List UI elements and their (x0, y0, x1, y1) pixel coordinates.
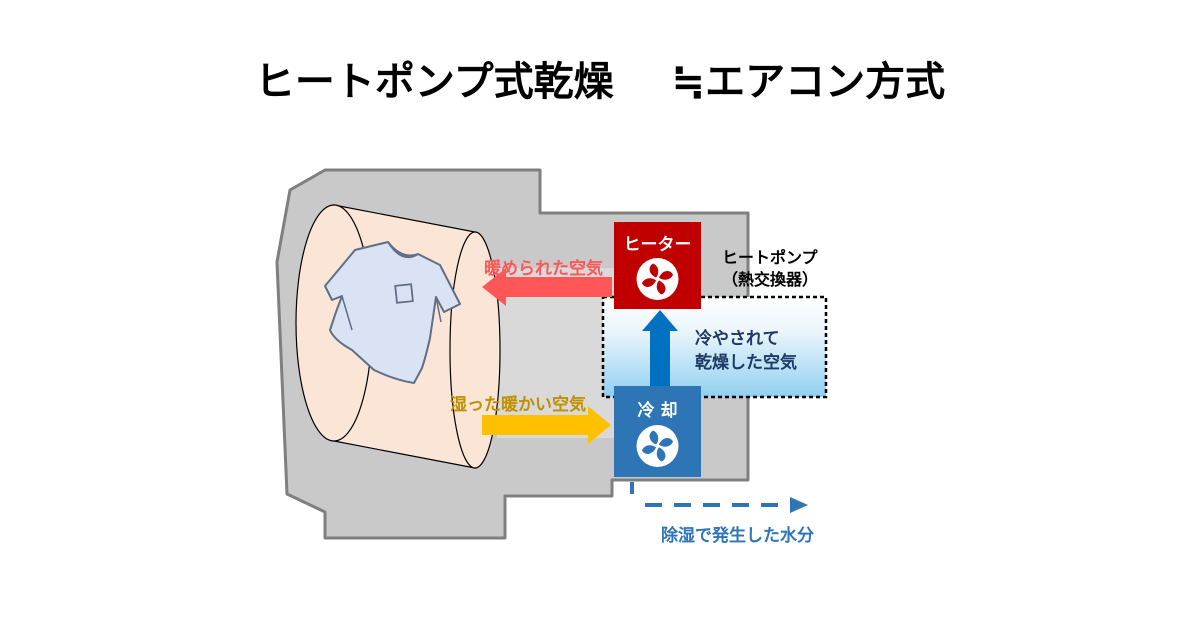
cooled-dry-air-line1: 冷やされて (695, 329, 780, 349)
drained-water-label: 除湿で発生した水分 (661, 526, 814, 546)
humid-air-arrow (482, 406, 611, 444)
fan-icon (636, 425, 679, 467)
page-title: ヒートポンプ式乾燥 ≒エアコン方式 (0, 48, 1200, 108)
cooler-label: 冷 却 (637, 401, 678, 421)
heat-pump-label-line1: ヒートポンプ (722, 248, 818, 267)
heater-fan-blades (641, 263, 674, 295)
heat-pump-label-line2: （熱交換器） (722, 270, 819, 289)
heater-label: ヒーター (623, 235, 692, 255)
heat-pump-label: ヒートポンプ （熱交換器） (722, 247, 818, 291)
cooled-dry-air-label: 冷やされて 乾燥した空気 (695, 327, 797, 375)
shirt-icon (324, 241, 461, 384)
humid-air-label: 湿った暖かい空気 (450, 395, 586, 415)
cooled-dry-air-line2: 乾燥した空気 (695, 353, 797, 373)
warmed-air-label: 暖められた空気 (484, 259, 603, 279)
cooled-air-arrow (642, 310, 678, 386)
title-main: ヒートポンプ式乾燥 (254, 59, 614, 105)
warmed-air-arrow (482, 268, 612, 306)
heat-exchanger-box (601, 295, 828, 399)
title-sub: ≒エアコン方式 (671, 59, 946, 105)
water-drain-arrowhead (790, 497, 808, 513)
fan-icon (636, 258, 679, 300)
cooler-fan-blades (641, 430, 674, 462)
